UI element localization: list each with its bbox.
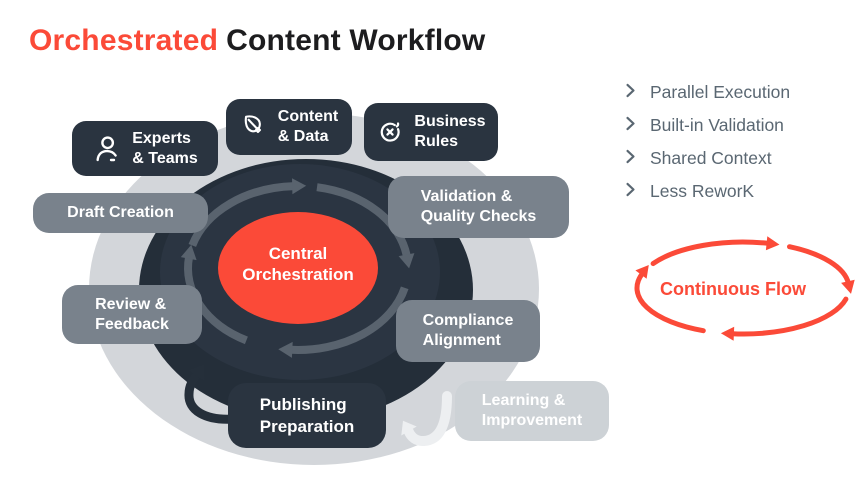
node-label-line: Learning & [481, 392, 566, 410]
list-item: Built-in Validation [622, 115, 790, 137]
learning-loop-arrow [401, 391, 452, 447]
benefit-label: Built-in Validation [650, 115, 784, 135]
chevron-right-icon [622, 115, 639, 137]
node-label-line: Rules [414, 133, 458, 150]
chevron-right-icon [622, 148, 639, 170]
central-orchestration-label: Central Orchestration [218, 243, 378, 285]
node-review-feedback: Review & Feedback [62, 285, 202, 344]
benefit-label: Parallel Execution [650, 82, 791, 102]
node-validation-quality-checks: Validation & Quality Checks [388, 176, 569, 238]
central-orchestration-ellipse [218, 212, 378, 324]
continuous-flow-loop [634, 239, 851, 337]
continuous-flow-arrowheads [635, 236, 855, 341]
central-label-line: Orchestration [242, 265, 354, 284]
publishing-loop-arrow [184, 364, 239, 424]
benefit-label: Shared Context [650, 148, 772, 168]
node-label-line: & Teams [132, 149, 198, 167]
node-draft-creation: Draft Creation [33, 193, 208, 233]
node-business-rules: Business Rules [364, 103, 498, 161]
list-item: Shared Context [622, 148, 790, 170]
node-label-line: Content [277, 108, 339, 126]
node-label-line: Preparation [259, 416, 355, 436]
continuous-flow-label: Continuous Flow [660, 279, 806, 299]
benefits-list: Parallel Execution Built-in Validation S… [622, 82, 791, 203]
node-label-line: Experts [132, 129, 191, 147]
benefit-label: Less ReworK [650, 181, 755, 201]
node-label-line: Feedback [95, 315, 169, 333]
node-label-line: Alignment [422, 332, 501, 349]
node-label-line: Business [414, 113, 486, 131]
node-label-line: Review & [95, 295, 167, 313]
node-label-line: Draft Creation [67, 204, 174, 222]
node-experts-teams: Experts & Teams [72, 121, 218, 176]
person-icon [92, 134, 122, 164]
node-label-line: Quality Checks [420, 208, 537, 225]
list-item: Less ReworK [622, 181, 790, 203]
central-label-line: Central [268, 244, 328, 263]
node-label-line: Improvement [481, 412, 583, 429]
cycle-ring-arrows [184, 182, 411, 354]
node-label-line: Publishing [259, 395, 347, 415]
cycle-ring-arrowheads [180, 178, 415, 358]
node-label-line: Compliance [422, 312, 514, 330]
list-item: Parallel Execution [622, 82, 791, 104]
leaf-icon [240, 113, 268, 141]
title-highlight: Orchestrated [29, 24, 219, 57]
node-content-data: Content & Data [226, 99, 352, 155]
node-label-line: & Data [277, 128, 329, 145]
title-rest: Content Workflow [226, 24, 486, 57]
chevron-right-icon [622, 181, 639, 203]
node-learning-improvement: Learning & Improvement [455, 381, 609, 441]
node-label-line: Validation & [420, 188, 513, 206]
node-publishing-preparation: Publishing Preparation [228, 383, 386, 448]
cycle-x-icon [376, 118, 404, 146]
chevron-right-icon [622, 82, 639, 104]
node-compliance-alignment: Compliance Alignment [396, 300, 540, 362]
